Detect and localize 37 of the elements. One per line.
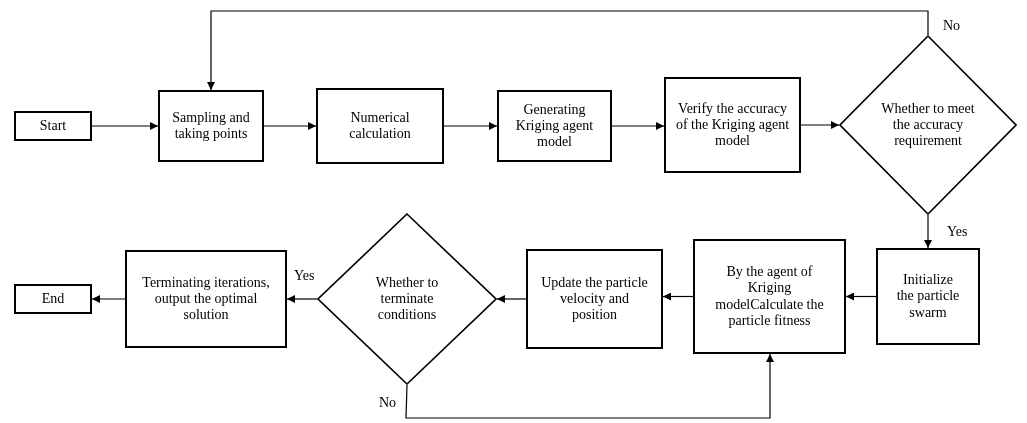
arrow	[263, 122, 317, 130]
process-box	[526, 249, 663, 349]
node-text: Whether to meet the accuracy requirement	[880, 100, 976, 150]
process-box	[497, 90, 612, 162]
process-box	[125, 250, 287, 348]
arrow	[405, 353, 774, 419]
arrow	[443, 122, 498, 130]
process-box	[316, 88, 444, 164]
arrow	[662, 292, 694, 301]
process-box	[14, 284, 92, 314]
process-box	[158, 90, 264, 162]
arrow	[207, 10, 929, 91]
node-text: End	[41, 290, 65, 308]
arrow	[91, 122, 159, 130]
process-box	[693, 239, 846, 354]
decision-diamond	[839, 35, 1017, 215]
node-text: By the agent of Kriging modelCalculate the particle fitness	[714, 264, 825, 329]
node-text: Generating Kriging agent model	[514, 101, 595, 151]
process-box	[876, 248, 980, 345]
arrow	[91, 295, 126, 303]
node-text: Start	[39, 117, 67, 135]
node-text: Sampling and taking points	[171, 109, 251, 143]
node-text: Verify the accuracy of the Kriging agent model	[674, 100, 791, 150]
node-text: Terminating iterations, output the optimal solution	[141, 274, 271, 324]
arrow	[845, 292, 877, 301]
process-box	[664, 77, 801, 173]
arrow	[496, 295, 527, 303]
process-box	[14, 111, 92, 141]
node-text: Whether to terminate conditions	[374, 274, 440, 324]
node-text: Numerical calculation	[348, 109, 412, 143]
node-text: Update the particle velocity and position	[540, 274, 649, 324]
arrow	[611, 122, 665, 130]
arrow	[924, 214, 932, 249]
node-text: Initialize the particle swarm	[895, 272, 961, 321]
arrow	[286, 295, 318, 303]
arrow	[800, 121, 840, 129]
decision-diamond	[317, 213, 497, 385]
